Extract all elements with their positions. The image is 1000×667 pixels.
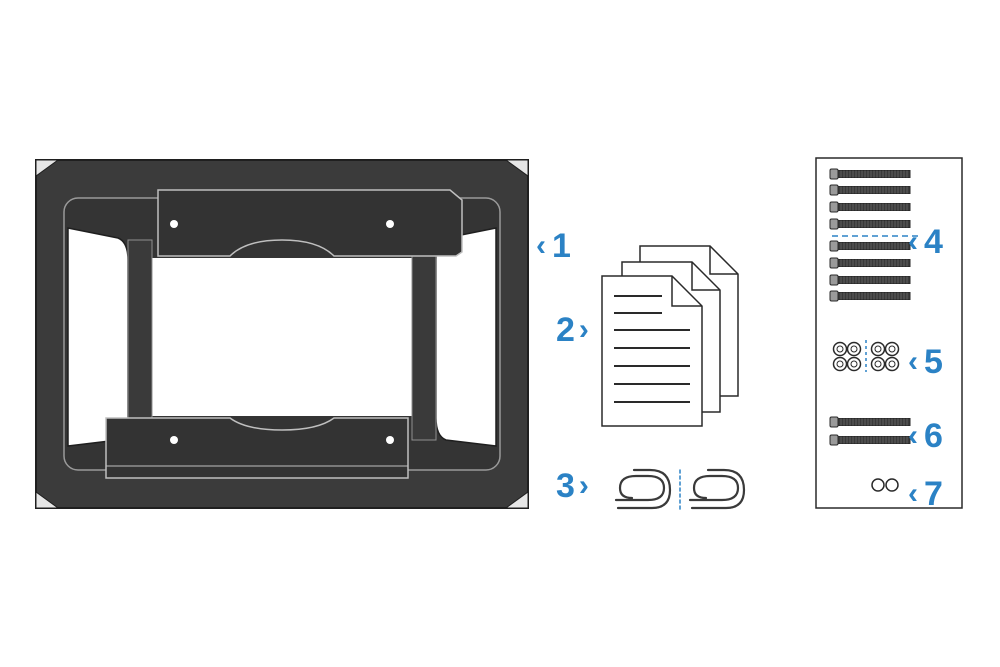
screw	[829, 257, 911, 269]
chevron-left-icon: ‹	[536, 229, 546, 262]
spacer	[871, 478, 885, 492]
callout-number: 5	[924, 343, 943, 381]
callout-5: ‹5	[908, 342, 943, 382]
screw	[829, 168, 911, 180]
chevron-right-icon: ›	[578, 313, 589, 346]
chevron-left-icon: ‹	[908, 345, 918, 378]
callout-number: 3	[556, 467, 575, 505]
callout-number: 1	[552, 227, 571, 265]
spacer	[885, 478, 899, 492]
hardware-card	[815, 157, 963, 509]
mounting-frame	[35, 159, 529, 509]
washer	[832, 356, 848, 372]
callout-1: ‹1	[536, 226, 571, 266]
callout-number: 4	[924, 223, 943, 261]
frame-corner-tab	[504, 159, 529, 177]
clip-left	[614, 474, 666, 502]
callout-6: ‹6	[908, 416, 943, 456]
chevron-left-icon: ‹	[908, 225, 918, 258]
callout-4: ‹4	[908, 222, 943, 262]
screw-hole	[386, 436, 394, 444]
washer	[884, 356, 900, 372]
screw	[829, 274, 911, 286]
washer	[884, 341, 900, 357]
callout-2: 2›	[556, 310, 589, 350]
callout-number: 6	[924, 417, 943, 455]
screw-hole	[386, 220, 394, 228]
frame-rail-left	[127, 239, 153, 441]
screw	[829, 218, 911, 230]
washer	[870, 341, 886, 357]
callout-3: 3›	[556, 466, 589, 506]
callout-number: 7	[924, 475, 943, 513]
spacers	[871, 478, 899, 492]
callout-7: ‹7	[908, 474, 943, 514]
screw-hole	[170, 220, 178, 228]
clip-right	[688, 474, 740, 502]
screw	[829, 184, 911, 196]
frame-corner-tab	[35, 491, 60, 509]
washer	[870, 356, 886, 372]
frame-rail-right	[411, 239, 437, 441]
short-screws	[829, 416, 911, 446]
frame-corner-tab	[504, 491, 529, 509]
washer	[846, 341, 862, 357]
chevron-left-icon: ‹	[908, 477, 918, 510]
screw	[829, 240, 911, 252]
chevron-left-icon: ‹	[908, 419, 918, 452]
frame-corner-tab	[35, 159, 60, 177]
callout-number: 2	[556, 311, 575, 349]
screw	[829, 201, 911, 213]
clips	[614, 468, 746, 511]
documents	[601, 245, 739, 427]
screw	[829, 434, 911, 446]
top-bracket	[157, 189, 463, 257]
screw	[829, 416, 911, 428]
washers	[832, 341, 900, 372]
washer	[832, 341, 848, 357]
bottom-bracket	[105, 417, 409, 479]
long-screws	[829, 168, 911, 302]
washer	[846, 356, 862, 372]
screw	[829, 290, 911, 302]
chevron-right-icon: ›	[578, 469, 589, 502]
document-page-front	[601, 275, 703, 427]
screw-hole	[170, 436, 178, 444]
